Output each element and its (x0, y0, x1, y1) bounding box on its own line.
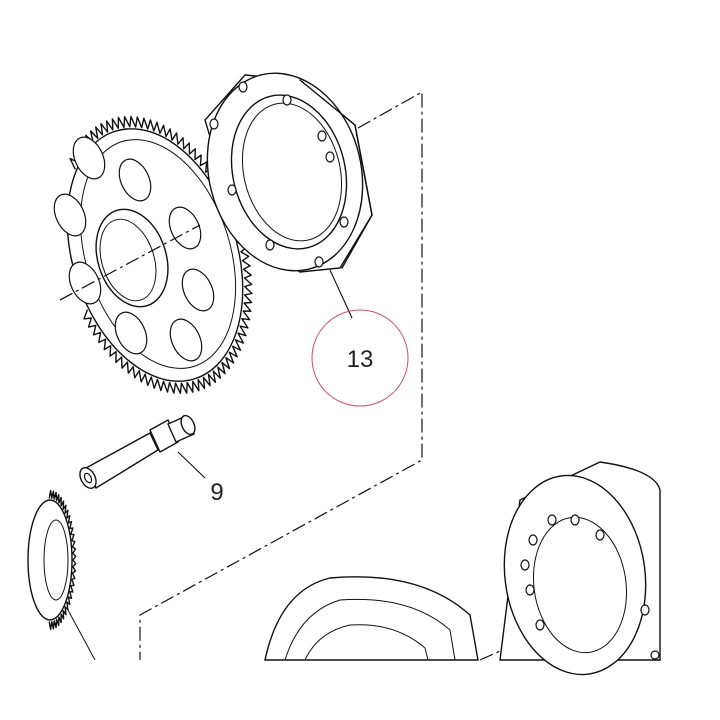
gear-teeth (69, 115, 253, 395)
callout-13-label: 13 (347, 346, 374, 373)
flanged-bearing-ring (204, 72, 373, 273)
gear-tooth-profile (48, 489, 77, 631)
pulley-rim-partial (264, 576, 479, 661)
callout-13[interactable]: 13 (311, 269, 409, 407)
callout-9-label: 9 (210, 479, 223, 506)
drum-bolt-holes (520, 514, 660, 660)
small-gear-partial (27, 489, 96, 661)
callout-13-highlight-circle (311, 309, 409, 407)
stepped-shaft-pin (79, 414, 196, 489)
gear-tooth-profile (69, 115, 253, 395)
flywheel-drum (499, 461, 661, 676)
small-gear-teeth (48, 489, 77, 631)
ring-bolt-holes (209, 81, 349, 268)
gear-lightening-holes (53, 136, 215, 362)
callout-9[interactable]: 9 (177, 451, 224, 506)
large-spur-gear (53, 115, 253, 395)
